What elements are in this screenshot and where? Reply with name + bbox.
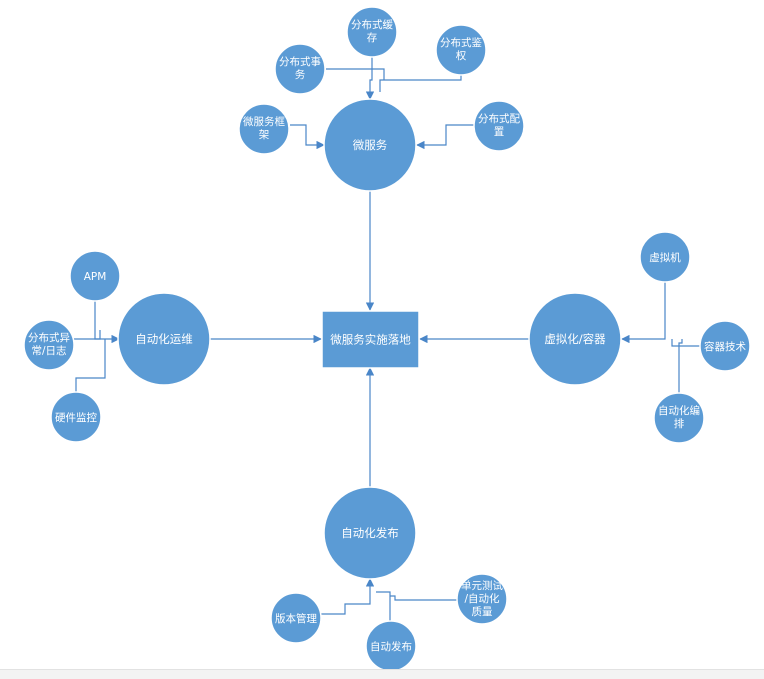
leaf-dist-config[interactable]: 分布式配置 <box>473 100 525 152</box>
leaf-hw-monitor-label: 硬件监控 <box>55 411 97 424</box>
center-node-box <box>321 310 420 369</box>
leaf-auto-release-label: 自动发布 <box>370 640 412 653</box>
hub-devops-label: 自动化运维 <box>135 332 193 346</box>
center-node-label: 微服务实施落地 <box>330 333 411 347</box>
leaf-version-mgmt[interactable]: 版本管理 <box>270 592 322 644</box>
leaf-dist-exception[interactable]: 分布式异常/日志 <box>23 319 75 371</box>
leaf-auto-orchestration-circle <box>653 392 705 444</box>
leaf-auto-orchestration-label: 自动化编排 <box>658 404 700 430</box>
connector-container-tech <box>671 339 701 347</box>
leaf-dist-auth-label: 分布式鉴权 <box>440 36 482 62</box>
connector-auto-orchestration <box>678 339 683 395</box>
leaf-container-tech-circle <box>699 320 751 372</box>
leaf-version-mgmt-circle <box>270 592 322 644</box>
leaf-dist-cache-circle <box>346 6 398 58</box>
hub-devops[interactable]: 自动化运维 <box>117 292 211 386</box>
bottom-scroll-band <box>0 669 764 679</box>
leaf-vm-circle <box>639 231 691 283</box>
connector-dist-tx <box>326 68 385 80</box>
leaf-apm-circle <box>69 250 121 302</box>
leaf-auto-release[interactable]: 自动发布 <box>365 620 417 672</box>
leaf-apm[interactable]: APM <box>69 250 121 302</box>
leaf-ms-framework-circle <box>238 103 290 155</box>
hub-virtualization-label: 虚拟化/容器 <box>544 332 606 346</box>
connector-dist-cache <box>365 56 375 100</box>
leaf-hw-monitor[interactable]: 硬件监控 <box>50 391 102 443</box>
leaf-dist-cache[interactable]: 分布式缓存 <box>346 6 398 58</box>
hub-virtualization-circle <box>528 292 622 386</box>
leaf-hw-monitor-circle <box>50 391 102 443</box>
hub-release-circle <box>323 486 417 580</box>
hub-release-label: 自动化发布 <box>341 526 399 540</box>
leaf-container-tech[interactable]: 容器技术 <box>699 320 751 372</box>
leaf-ms-framework[interactable]: 微服务框架 <box>238 103 290 155</box>
connector-ms-framework <box>290 124 325 150</box>
hub-microservice-circle <box>323 98 417 192</box>
connector-auto-release <box>376 591 391 623</box>
leaf-vm[interactable]: 虚拟机 <box>639 231 691 283</box>
leaf-dist-exception-label: 分布式异常/日志 <box>28 331 70 357</box>
leaf-dist-auth-circle <box>435 24 487 76</box>
center-node[interactable]: 微服务实施落地 <box>321 310 420 369</box>
hub-microservice[interactable]: 微服务 <box>323 98 417 192</box>
connector-dist-exception <box>74 330 101 340</box>
leaf-container-tech-label: 容器技术 <box>704 340 746 353</box>
leaf-dist-tx[interactable]: 分布式事务 <box>274 43 326 95</box>
leaf-dist-tx-label: 分布式事务 <box>279 55 321 81</box>
connector-vm <box>621 282 666 344</box>
leaf-dist-tx-circle <box>274 43 326 95</box>
connector-apm <box>94 300 120 344</box>
connector-dist-config <box>416 124 474 150</box>
leaf-auto-orchestration[interactable]: 自动化编排 <box>653 392 705 444</box>
leaf-dist-config-circle <box>473 100 525 152</box>
leaf-version-mgmt-label: 版本管理 <box>275 612 317 625</box>
leaf-apm-label: APM <box>84 271 107 283</box>
connector-version-mgmt <box>320 578 375 615</box>
leaf-dist-exception-circle <box>23 319 75 371</box>
leaf-dist-cache-label: 分布式缓存 <box>351 18 393 44</box>
hub-microservice-label: 微服务 <box>353 138 388 152</box>
hub-release[interactable]: 自动化发布 <box>323 486 417 580</box>
leaf-unit-test-label: 单元测试/自动化质量 <box>461 579 503 618</box>
nodes: 微服务实施落地 微服务 自动化运维 虚拟化/容器 自动化发布 分布式缓存 分布式… <box>23 6 751 672</box>
leaf-unit-test[interactable]: 单元测试/自动化质量 <box>456 573 508 625</box>
leaf-dist-auth[interactable]: 分布式鉴权 <box>435 24 487 76</box>
connector-hw-monitor <box>75 339 106 392</box>
leaf-dist-config-label: 分布式配置 <box>478 112 520 138</box>
hub-devops-circle <box>117 292 211 386</box>
leaf-unit-test-circle <box>456 573 508 625</box>
connector-unit-test <box>390 595 457 601</box>
hub-virtualization[interactable]: 虚拟化/容器 <box>528 292 622 386</box>
leaf-vm-label: 虚拟机 <box>649 251 681 264</box>
leaf-ms-framework-label: 微服务框架 <box>243 115 285 141</box>
